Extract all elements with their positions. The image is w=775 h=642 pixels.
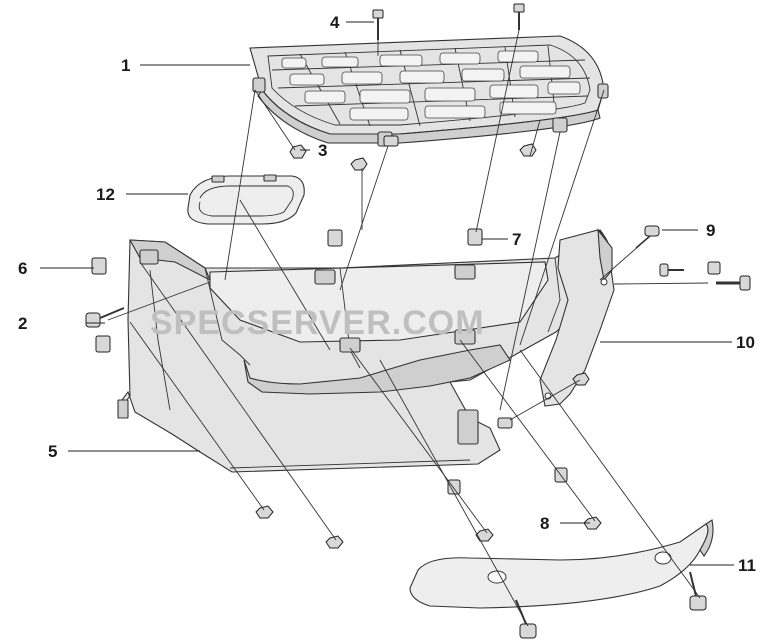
callout-leaders xyxy=(40,21,734,566)
part-5-bracket-housing xyxy=(117,229,609,473)
callout-labels: 1 2 3 4 5 6 7 8 9 10 11 12 xyxy=(18,13,756,575)
callout-3: 3 xyxy=(318,141,327,160)
part-10-side-bracket xyxy=(539,228,615,407)
callout-8: 8 xyxy=(540,514,549,533)
callout-11: 11 xyxy=(738,556,756,575)
callout-9: 9 xyxy=(706,221,715,240)
assembly-lines xyxy=(107,29,709,627)
callout-6: 6 xyxy=(18,259,27,278)
watermark-text: SPECSERVER.COM xyxy=(150,304,485,342)
callout-5: 5 xyxy=(48,442,57,461)
part-1-grille-plate xyxy=(249,35,609,147)
callout-1: 1 xyxy=(121,56,130,75)
part-11-cover-trim xyxy=(409,519,714,609)
callout-12: 12 xyxy=(96,185,115,204)
callout-7: 7 xyxy=(512,230,521,249)
callout-2: 2 xyxy=(18,314,27,333)
callout-4: 4 xyxy=(330,13,340,32)
part-12-oval-pad xyxy=(187,174,305,225)
callout-10: 10 xyxy=(736,333,755,352)
